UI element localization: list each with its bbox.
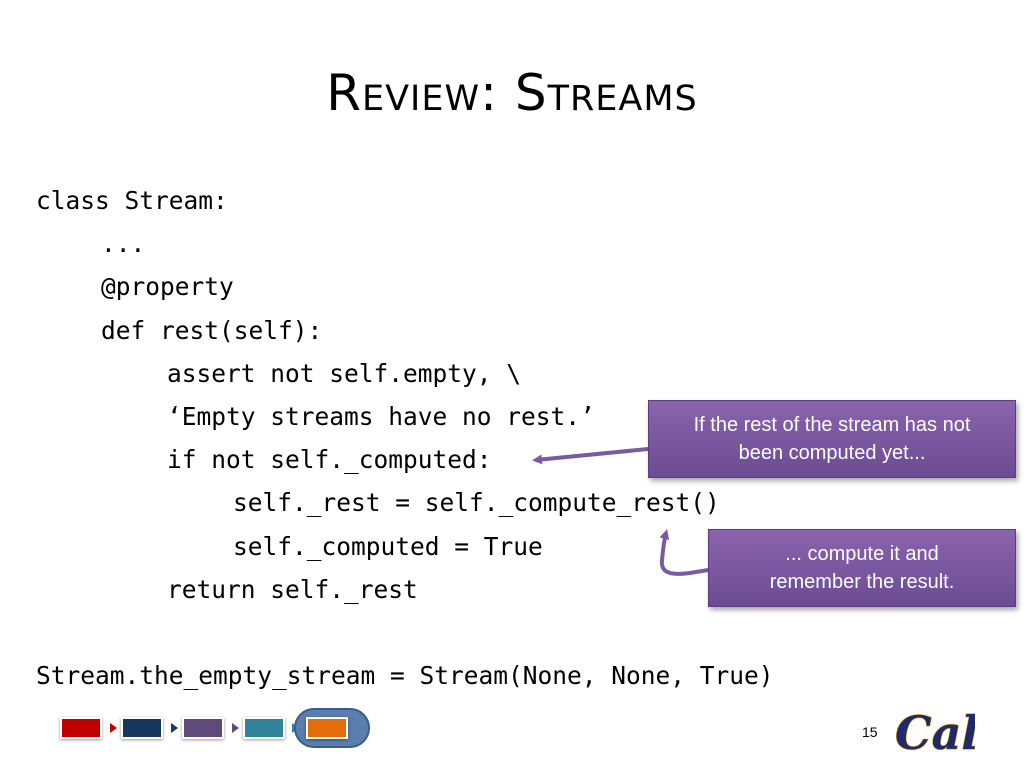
cal-logo: Cal [894, 705, 975, 760]
code-block: class Stream: ... @property def rest(sel… [36, 179, 774, 697]
section-navigation [56, 708, 376, 752]
code-line: ‘Empty streams have no rest.’ [167, 401, 595, 431]
slide-title: Review: Streams [326, 64, 698, 122]
code-line: assert not self.empty, \ [167, 358, 522, 388]
code-line: return self._rest [167, 574, 418, 604]
nav-section-5[interactable] [306, 717, 348, 739]
nav-section-2[interactable] [121, 717, 163, 739]
nav-section-4[interactable] [243, 717, 285, 739]
callout-compute-remember: ... compute it and remember the result. [708, 529, 1016, 607]
code-blank-line [36, 611, 774, 654]
code-line: Stream.the_empty_stream = Stream(None, N… [36, 661, 774, 691]
nav-arrow-icon [171, 723, 178, 733]
nav-arrow-icon [110, 723, 117, 733]
callout-text: ... compute it and [785, 543, 939, 565]
callout-text: been computed yet... [738, 442, 926, 464]
code-line: self._computed = True [233, 531, 543, 561]
nav-arrow-icon [232, 723, 239, 733]
callout-text: remember the result. [769, 571, 955, 593]
code-line: ... [101, 229, 146, 259]
nav-section-1[interactable] [60, 717, 102, 739]
page-number: 15 [862, 724, 878, 740]
code-line: if not self._computed: [167, 445, 492, 475]
code-line: class Stream: [36, 186, 228, 215]
code-line: self._rest = self._compute_rest() [233, 488, 720, 518]
code-line: @property [101, 272, 234, 302]
code-line: def rest(self): [101, 315, 323, 345]
callout-not-computed: If the rest of the stream has not been c… [648, 400, 1016, 478]
nav-section-3[interactable] [182, 717, 224, 739]
svg-text:Cal: Cal [895, 706, 975, 760]
callout-text: If the rest of the stream has not [693, 414, 971, 436]
